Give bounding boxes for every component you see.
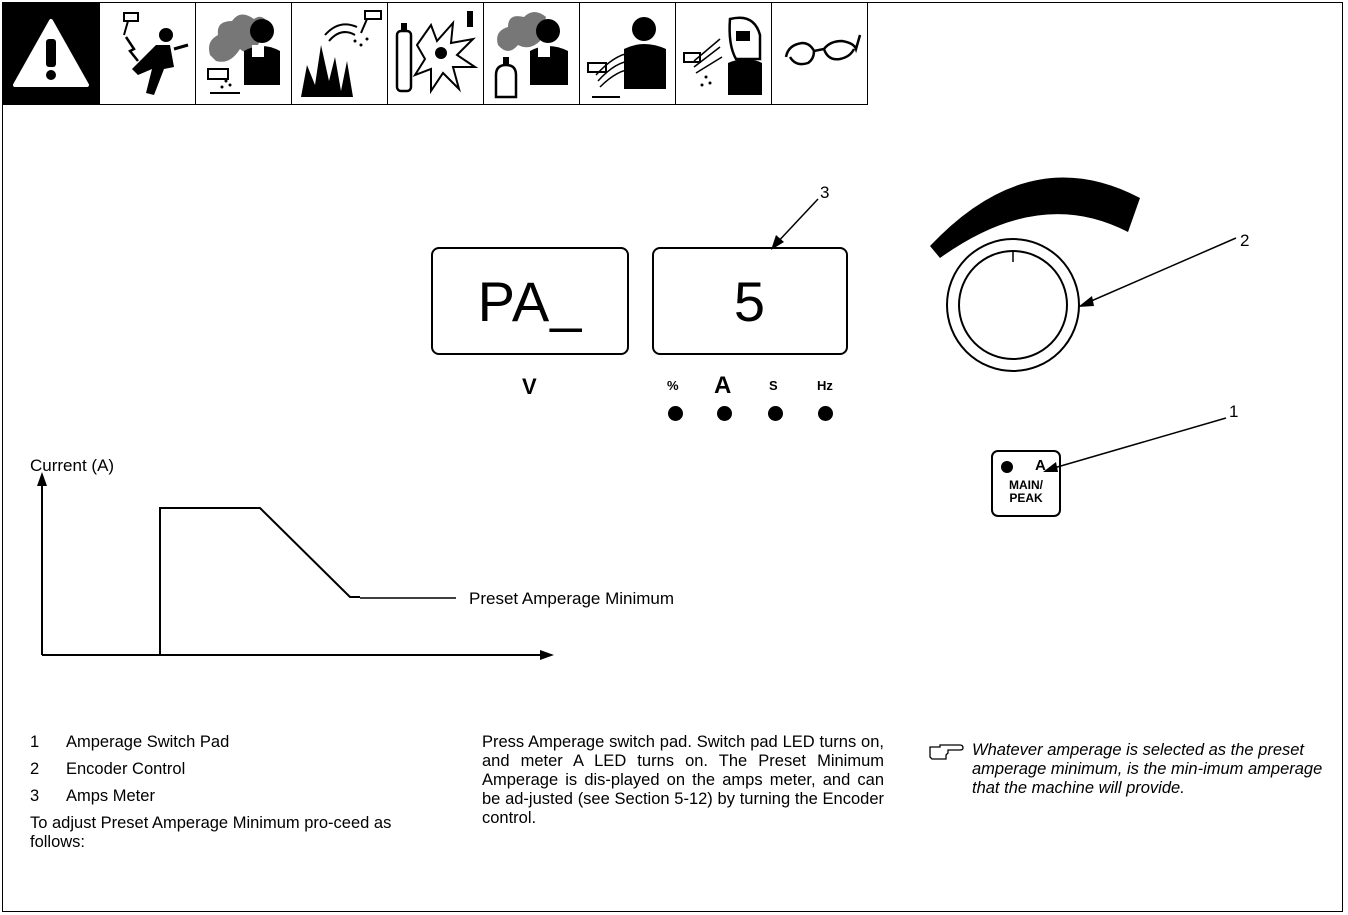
amperage-switch-pad[interactable]: A MAIN/ PEAK [991,450,1061,517]
cylinder-explosion-icon [388,2,484,104]
callout-3-arrowhead [771,235,784,250]
left-meter-readout: PA_ [477,269,583,333]
safety-icon-strip [2,2,868,105]
arc-rays-icon [580,2,676,104]
legend-item-number: 2 [30,760,40,778]
callout-3-line [773,198,819,247]
percent-led [668,406,683,421]
seconds-unit-label: S [769,378,778,393]
callout-2-line [1081,237,1237,306]
seconds-led [768,406,783,421]
volts-unit-label: V [522,374,537,399]
legend-item-label: Encoder Control [66,760,186,778]
amps-unit-label: A [714,372,732,399]
callout-1-arrowhead [1043,462,1058,472]
chart-annotation: Preset Amperage Minimum [469,589,675,608]
encoder-knob-inner[interactable] [958,250,1068,360]
procedure-instructions: Press Amperage switch pad. Switch pad LE… [482,733,884,827]
legend-item: 2 Encoder Control [30,760,450,779]
current-series-line [159,507,360,655]
electric-shock-icon [100,2,196,104]
switch-pad-label-line1: MAIN/ [1009,478,1043,492]
switch-pad-led-label: A [1035,457,1046,474]
callout-3-number: 3 [820,183,830,202]
percent-unit-label: % [667,378,679,393]
pointing-hand-icon [929,744,964,760]
legend-item-number: 1 [30,733,40,751]
hertz-unit-label: Hz [817,378,833,393]
legend-item-number: 3 [30,787,40,805]
callout-2-arrowhead [1078,296,1094,307]
legend-item-label: Amperage Switch Pad [66,733,230,751]
callout-2-number: 2 [1240,231,1250,250]
warning-icon [2,2,100,104]
x-axis-arrowhead [540,650,554,660]
legend-item: 1 Amperage Switch Pad [30,733,450,752]
encoder-knob-outer[interactable] [946,238,1080,372]
face-shield-welding-icon [676,2,772,104]
procedure-intro: To adjust Preset Amperage Minimum pro-ce… [30,814,392,851]
y-axis-arrowhead [37,472,47,486]
switch-pad-label: MAIN/ PEAK [993,479,1059,505]
encoder-direction-arc [930,177,1140,258]
parts-legend: 1 Amperage Switch Pad 2 Encoder Control … [30,733,450,852]
amps-meter-display: 5 [652,247,848,355]
safety-glasses-icon [772,2,868,104]
legend-item: 3 Amps Meter [30,787,450,806]
legend-item-label: Amps Meter [66,787,155,805]
amps-led [717,406,732,421]
fumes-gases-icon [196,2,292,104]
note-text: Whatever amperage is selected as the pre… [972,741,1323,797]
note-block: Whatever amperage is selected as the pre… [928,741,1328,798]
voltage-meter-display: PA_ [431,247,629,355]
chart-y-axis-label: Current (A) [30,456,115,475]
hertz-led [818,406,833,421]
switch-pad-label-line2: PEAK [1009,491,1043,505]
callout-1-line [1046,417,1227,471]
shielding-gas-icon [484,2,580,104]
current-chart [37,472,554,660]
welding-sparks-fire-icon [292,2,388,104]
callout-1-number: 1 [1229,402,1239,421]
right-meter-readout: 5 [733,269,767,333]
switch-pad-led [1001,461,1013,473]
